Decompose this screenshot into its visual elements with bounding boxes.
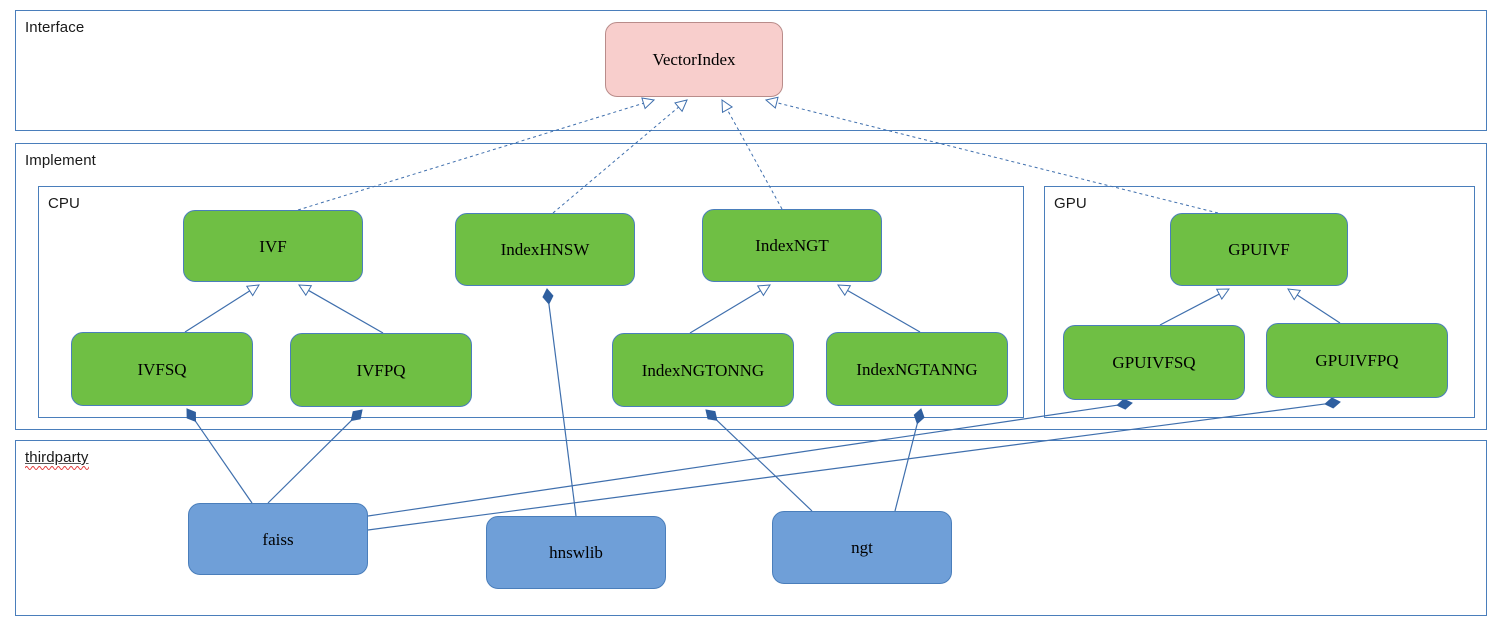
group-label-thirdparty: thirdparty	[25, 449, 89, 470]
class-node-label: IVFPQ	[356, 360, 406, 380]
group-label-gpu: GPU	[1054, 195, 1087, 212]
class-node-label: IVFSQ	[137, 359, 187, 379]
class-node-indexhnsw[interactable]: IndexHNSW	[455, 213, 635, 286]
class-node-label: GPUIVF	[1228, 240, 1290, 259]
class-node-hnswlib[interactable]: hnswlib	[486, 516, 666, 589]
class-node-label: GPUIVFPQ	[1315, 351, 1399, 370]
class-node-label: ngt	[851, 538, 873, 557]
class-node-ivfsq[interactable]: IVFSQ	[71, 332, 253, 406]
class-node-ivf[interactable]: IVF	[183, 210, 363, 282]
class-node-label: hnswlib	[549, 543, 603, 562]
class-node-label: IndexNGTONNG	[641, 360, 765, 380]
class-node-ivfpq[interactable]: IVFPQ	[290, 333, 472, 407]
class-node-label: GPUIVFSQ	[1112, 353, 1196, 372]
class-node-vectorindex[interactable]: VectorIndex	[605, 22, 783, 97]
class-node-gpuivfsq[interactable]: GPUIVFSQ	[1063, 325, 1245, 400]
class-node-gpuivfpq[interactable]: GPUIVFPQ	[1266, 323, 1448, 398]
class-node-ngt[interactable]: ngt	[772, 511, 952, 584]
class-node-label: IndexHNSW	[500, 240, 590, 259]
class-node-gpuivf[interactable]: GPUIVF	[1170, 213, 1348, 286]
class-node-indexngtonng[interactable]: IndexNGTONNG	[612, 333, 794, 407]
class-node-label: IndexNGT	[755, 236, 829, 255]
group-label-interface: Interface	[25, 19, 85, 36]
class-node-label: VectorIndex	[652, 50, 736, 69]
class-node-faiss[interactable]: faiss	[188, 503, 368, 575]
spellcheck-squiggle-icon	[25, 466, 89, 470]
class-node-indexngtanng[interactable]: IndexNGTANNG	[826, 332, 1008, 406]
class-node-label: IndexNGTANNG	[856, 359, 978, 379]
class-node-label: faiss	[262, 529, 294, 549]
class-node-label: IVF	[259, 236, 287, 256]
group-label-cpu: CPU	[48, 195, 80, 212]
group-label-implement: Implement	[25, 152, 96, 169]
class-node-indexngt[interactable]: IndexNGT	[702, 209, 882, 282]
